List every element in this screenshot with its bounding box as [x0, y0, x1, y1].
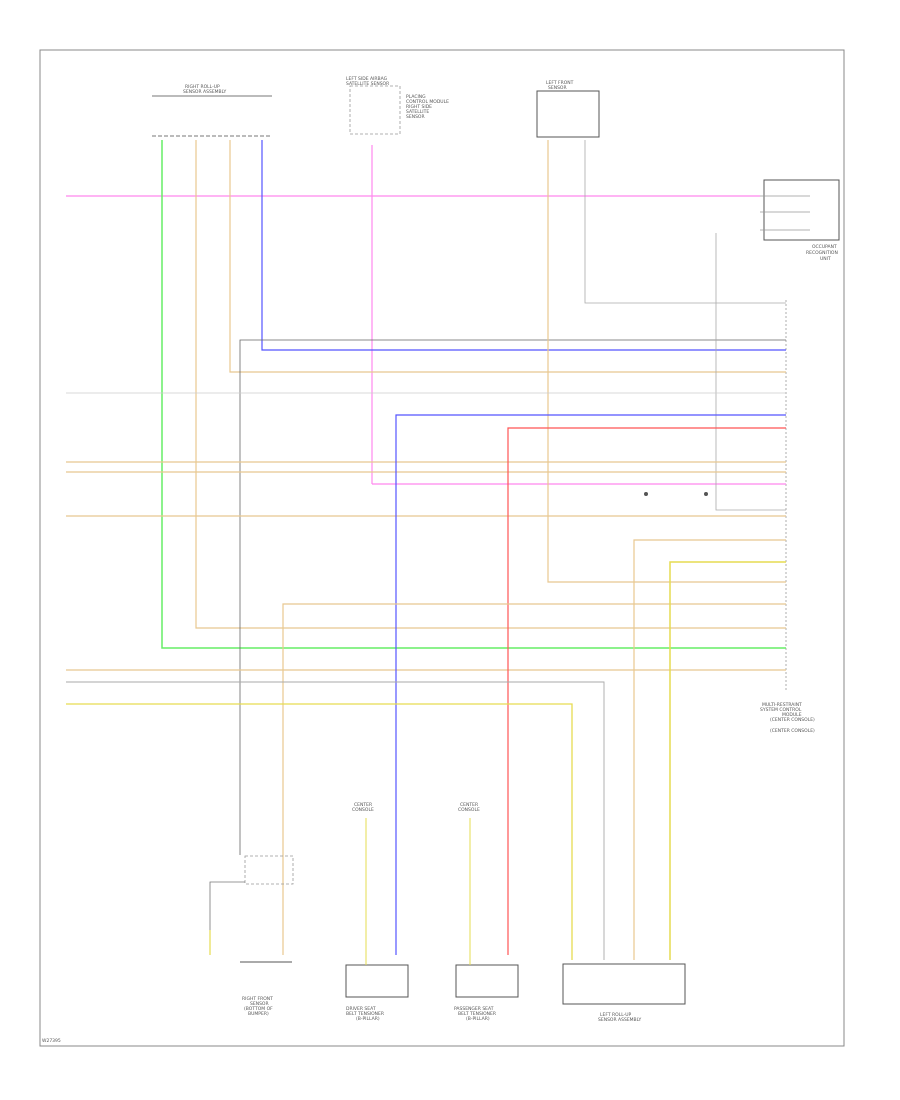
svg-text:SENSOR: SENSOR [406, 114, 425, 120]
left-front-sensor-box: LEFT FRONT SENSOR [536, 80, 600, 138]
svg-text:DRIVER SEAT: DRIVER SEAT [346, 1006, 376, 1012]
svg-text:CONTROL MODULE: CONTROL MODULE [406, 99, 449, 105]
right-rollup-sensor-connector: RIGHT ROLL-UP SENSOR ASSEMBLY [152, 84, 272, 137]
wire-blue-2 [395, 414, 786, 955]
svg-text:CENTER: CENTER [354, 802, 372, 808]
wire-yellow-lr2 [66, 703, 573, 960]
svg-text:LEFT ROLL-UP: LEFT ROLL-UP [600, 1012, 632, 1018]
svg-text:MULTI-RESTRAINT: MULTI-RESTRAINT [762, 702, 802, 708]
svg-text:RIGHT FRONT: RIGHT FRONT [242, 996, 273, 1002]
svg-text:OCCUPANT: OCCUPANT [812, 244, 837, 250]
svg-text:RIGHT ROLL-UP: RIGHT ROLL-UP [185, 84, 220, 90]
svg-text:SENSOR: SENSOR [548, 85, 567, 91]
wire-blue-1 [261, 140, 786, 351]
svg-text:LEFT SIDE AIRBAG: LEFT SIDE AIRBAG [346, 76, 388, 82]
svg-text:SENSOR ASSEMBLY: SENSOR ASSEMBLY [183, 89, 227, 95]
wire-yellow-lr [669, 561, 786, 960]
wire-gray-lr [66, 681, 605, 960]
splice-point [644, 492, 648, 496]
svg-text:(BOTTOM OF: (BOTTOM OF [244, 1006, 273, 1012]
svg-text:UNIT: UNIT [820, 256, 831, 262]
svg-text:(CENTER CONSOLE): (CENTER CONSOLE) [770, 717, 815, 723]
driver-seat-belt-tensioner: CENTER CONSOLE DRIVER SEAT BELT TENSIONE… [345, 802, 409, 1022]
svg-text:SENSOR ASSEMBLY: SENSOR ASSEMBLY [598, 1017, 642, 1023]
svg-text:BELT TENSIONER: BELT TENSIONER [458, 1011, 496, 1017]
svg-text:SYSTEM CONTROL: SYSTEM CONTROL [760, 707, 802, 713]
left-rollup-sensor: LEFT ROLL-UP SENSOR ASSEMBLY [562, 963, 686, 1023]
svg-text:CENTER: CENTER [460, 802, 478, 808]
right-side-module: OCCUPANT RECOGNITION UNIT [760, 179, 840, 262]
svg-text:(CENTER CONSOLE): (CENTER CONSOLE) [770, 728, 815, 734]
wire-tan-lr1 [633, 539, 786, 960]
svg-text:RECOGNITION: RECOGNITION [806, 250, 838, 256]
svg-text:PASSENGER SEAT: PASSENGER SEAT [454, 1006, 494, 1012]
svg-text:CONSOLE: CONSOLE [458, 807, 480, 813]
svg-text:RIGHT SIDE: RIGHT SIDE [406, 104, 432, 110]
svg-text:SATELLITE: SATELLITE [406, 109, 429, 115]
svg-text:SENSOR: SENSOR [250, 1001, 269, 1007]
wire-gray-lf [584, 140, 786, 304]
wire-red [507, 427, 786, 955]
airbag-control-module-connector: MULTI-RESTRAINT SYSTEM CONTROL MODULE (C… [760, 300, 815, 734]
page-code: W27395 [42, 1038, 61, 1044]
svg-text:SATELLITE SENSOR: SATELLITE SENSOR [346, 81, 389, 87]
right-front-sensor: RIGHT FRONT SENSOR (BOTTOM OF BUMPER) [209, 855, 294, 1017]
svg-text:(B-PILLAR): (B-PILLAR) [356, 1016, 380, 1022]
passenger-seat-belt-tensioner: CENTER CONSOLE PASSENGER SEAT BELT TENSI… [454, 802, 519, 1022]
left-airbag-module: LEFT SIDE AIRBAG SATELLITE SENSOR PLACIN… [346, 76, 449, 135]
svg-text:PLACING: PLACING [406, 94, 426, 100]
svg-text:BUMPER): BUMPER) [248, 1011, 269, 1017]
wire-tan-1 [195, 140, 786, 629]
wire-tan-lf [547, 140, 786, 583]
diagram-frame [39, 49, 845, 1047]
svg-text:BELT TENSIONER: BELT TENSIONER [346, 1011, 384, 1017]
wire-tan-rf [282, 603, 786, 955]
wire-gray-rm [715, 233, 786, 511]
wire-green [161, 140, 786, 649]
wire-tan-2 [229, 140, 786, 373]
wire-black-1 [239, 339, 786, 855]
svg-text:CONSOLE: CONSOLE [352, 807, 374, 813]
svg-text:(B-PILLAR): (B-PILLAR) [466, 1016, 490, 1022]
svg-text:LEFT FRONT: LEFT FRONT [546, 80, 574, 86]
svg-text:MODULE: MODULE [782, 712, 802, 718]
splice-point-2 [704, 492, 708, 496]
